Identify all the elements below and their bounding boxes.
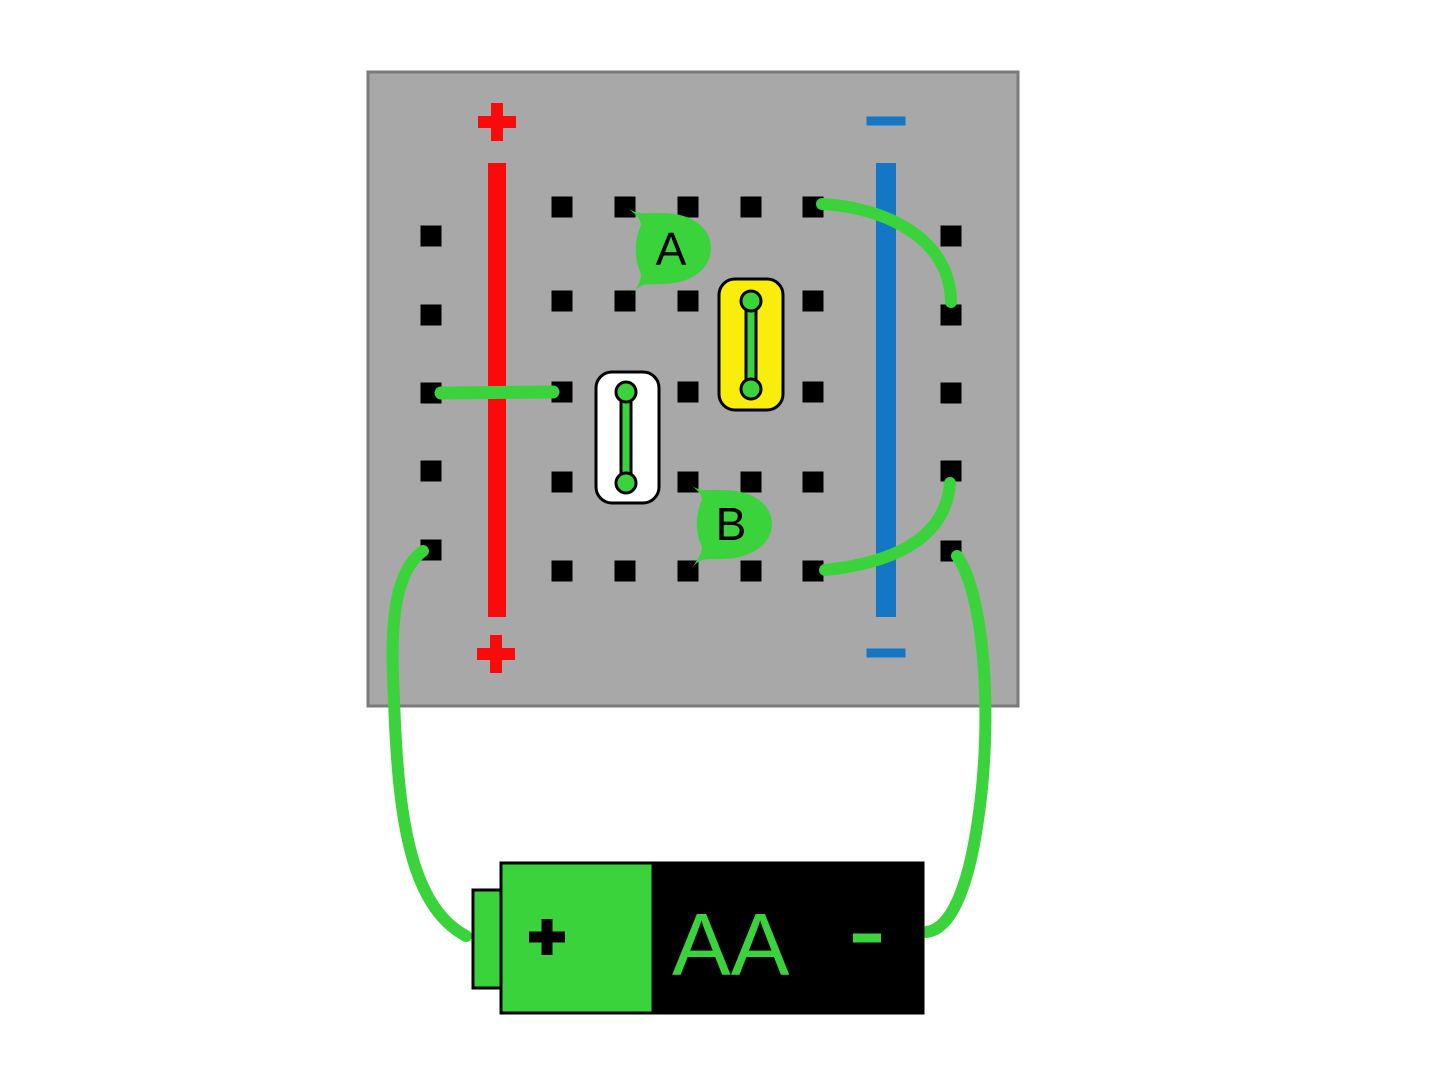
wire-rail-jumper[interactable]	[434, 385, 560, 400]
breadboard-hole[interactable]	[677, 560, 699, 582]
battery[interactable]: AA	[471, 861, 925, 1015]
breadboard-hole[interactable]	[940, 304, 962, 326]
breadboard-hole[interactable]	[614, 560, 636, 582]
breadboard-hole[interactable]	[551, 471, 573, 493]
breadboard-hole[interactable]	[740, 471, 762, 493]
breadboard-hole[interactable]	[677, 471, 699, 493]
labeled-jumper-B[interactable]: B	[691, 485, 772, 568]
positive-rail-label-top	[478, 103, 516, 141]
wire-battery-positive[interactable]	[386, 545, 472, 942]
breadboard-hole[interactable]	[614, 290, 636, 312]
link-pin	[614, 471, 638, 495]
breadboard-hole[interactable]	[614, 196, 636, 218]
breadboard-hole[interactable]	[551, 196, 573, 218]
breadboard-hole[interactable]	[940, 225, 962, 247]
breadboard-hole[interactable]	[551, 560, 573, 582]
battery-type-label: AA	[672, 895, 790, 994]
battery-positive-body	[499, 861, 655, 1015]
breadboard-hole[interactable]	[677, 290, 699, 312]
link-pin	[739, 289, 763, 313]
breadboard-hole[interactable]	[420, 225, 442, 247]
wire-battery-negative[interactable]	[920, 550, 992, 938]
breadboard-hole[interactable]	[802, 560, 824, 582]
breadboard-hole[interactable]	[420, 304, 442, 326]
battery-positive-terminal	[471, 888, 503, 990]
breadboard-hole[interactable]	[802, 290, 824, 312]
wire-mid-right[interactable]	[819, 477, 956, 576]
breadboard-hole[interactable]	[677, 196, 699, 218]
white-link-component[interactable]	[594, 370, 661, 505]
breadboard-hole[interactable]	[420, 460, 442, 482]
breadboard-hole[interactable]	[420, 382, 442, 404]
breadboard-hole[interactable]	[740, 196, 762, 218]
labeled-jumper-A[interactable]: A	[629, 209, 711, 296]
jumper-blob[interactable]	[691, 485, 772, 568]
breadboard-hole[interactable]	[677, 381, 699, 403]
breadboard-hole[interactable]	[940, 460, 962, 482]
yellow-link-component[interactable]	[717, 277, 785, 412]
positive-rail-label-bottom	[477, 635, 515, 673]
breadboard-hole[interactable]	[802, 471, 824, 493]
negative-rail	[876, 163, 896, 617]
breadboard-hole[interactable]	[940, 382, 962, 404]
breadboard-hole[interactable]	[551, 290, 573, 312]
jumper-blob[interactable]	[629, 209, 711, 296]
battery-positive-label	[529, 919, 565, 955]
link-pin	[739, 377, 763, 401]
jumper-label: A	[656, 223, 687, 275]
breadboard-hole[interactable]	[802, 381, 824, 403]
wire-top-right[interactable]	[816, 198, 957, 308]
breadboard-hole[interactable]	[740, 560, 762, 582]
link-pin	[614, 380, 638, 404]
jumper-label: B	[716, 498, 747, 550]
